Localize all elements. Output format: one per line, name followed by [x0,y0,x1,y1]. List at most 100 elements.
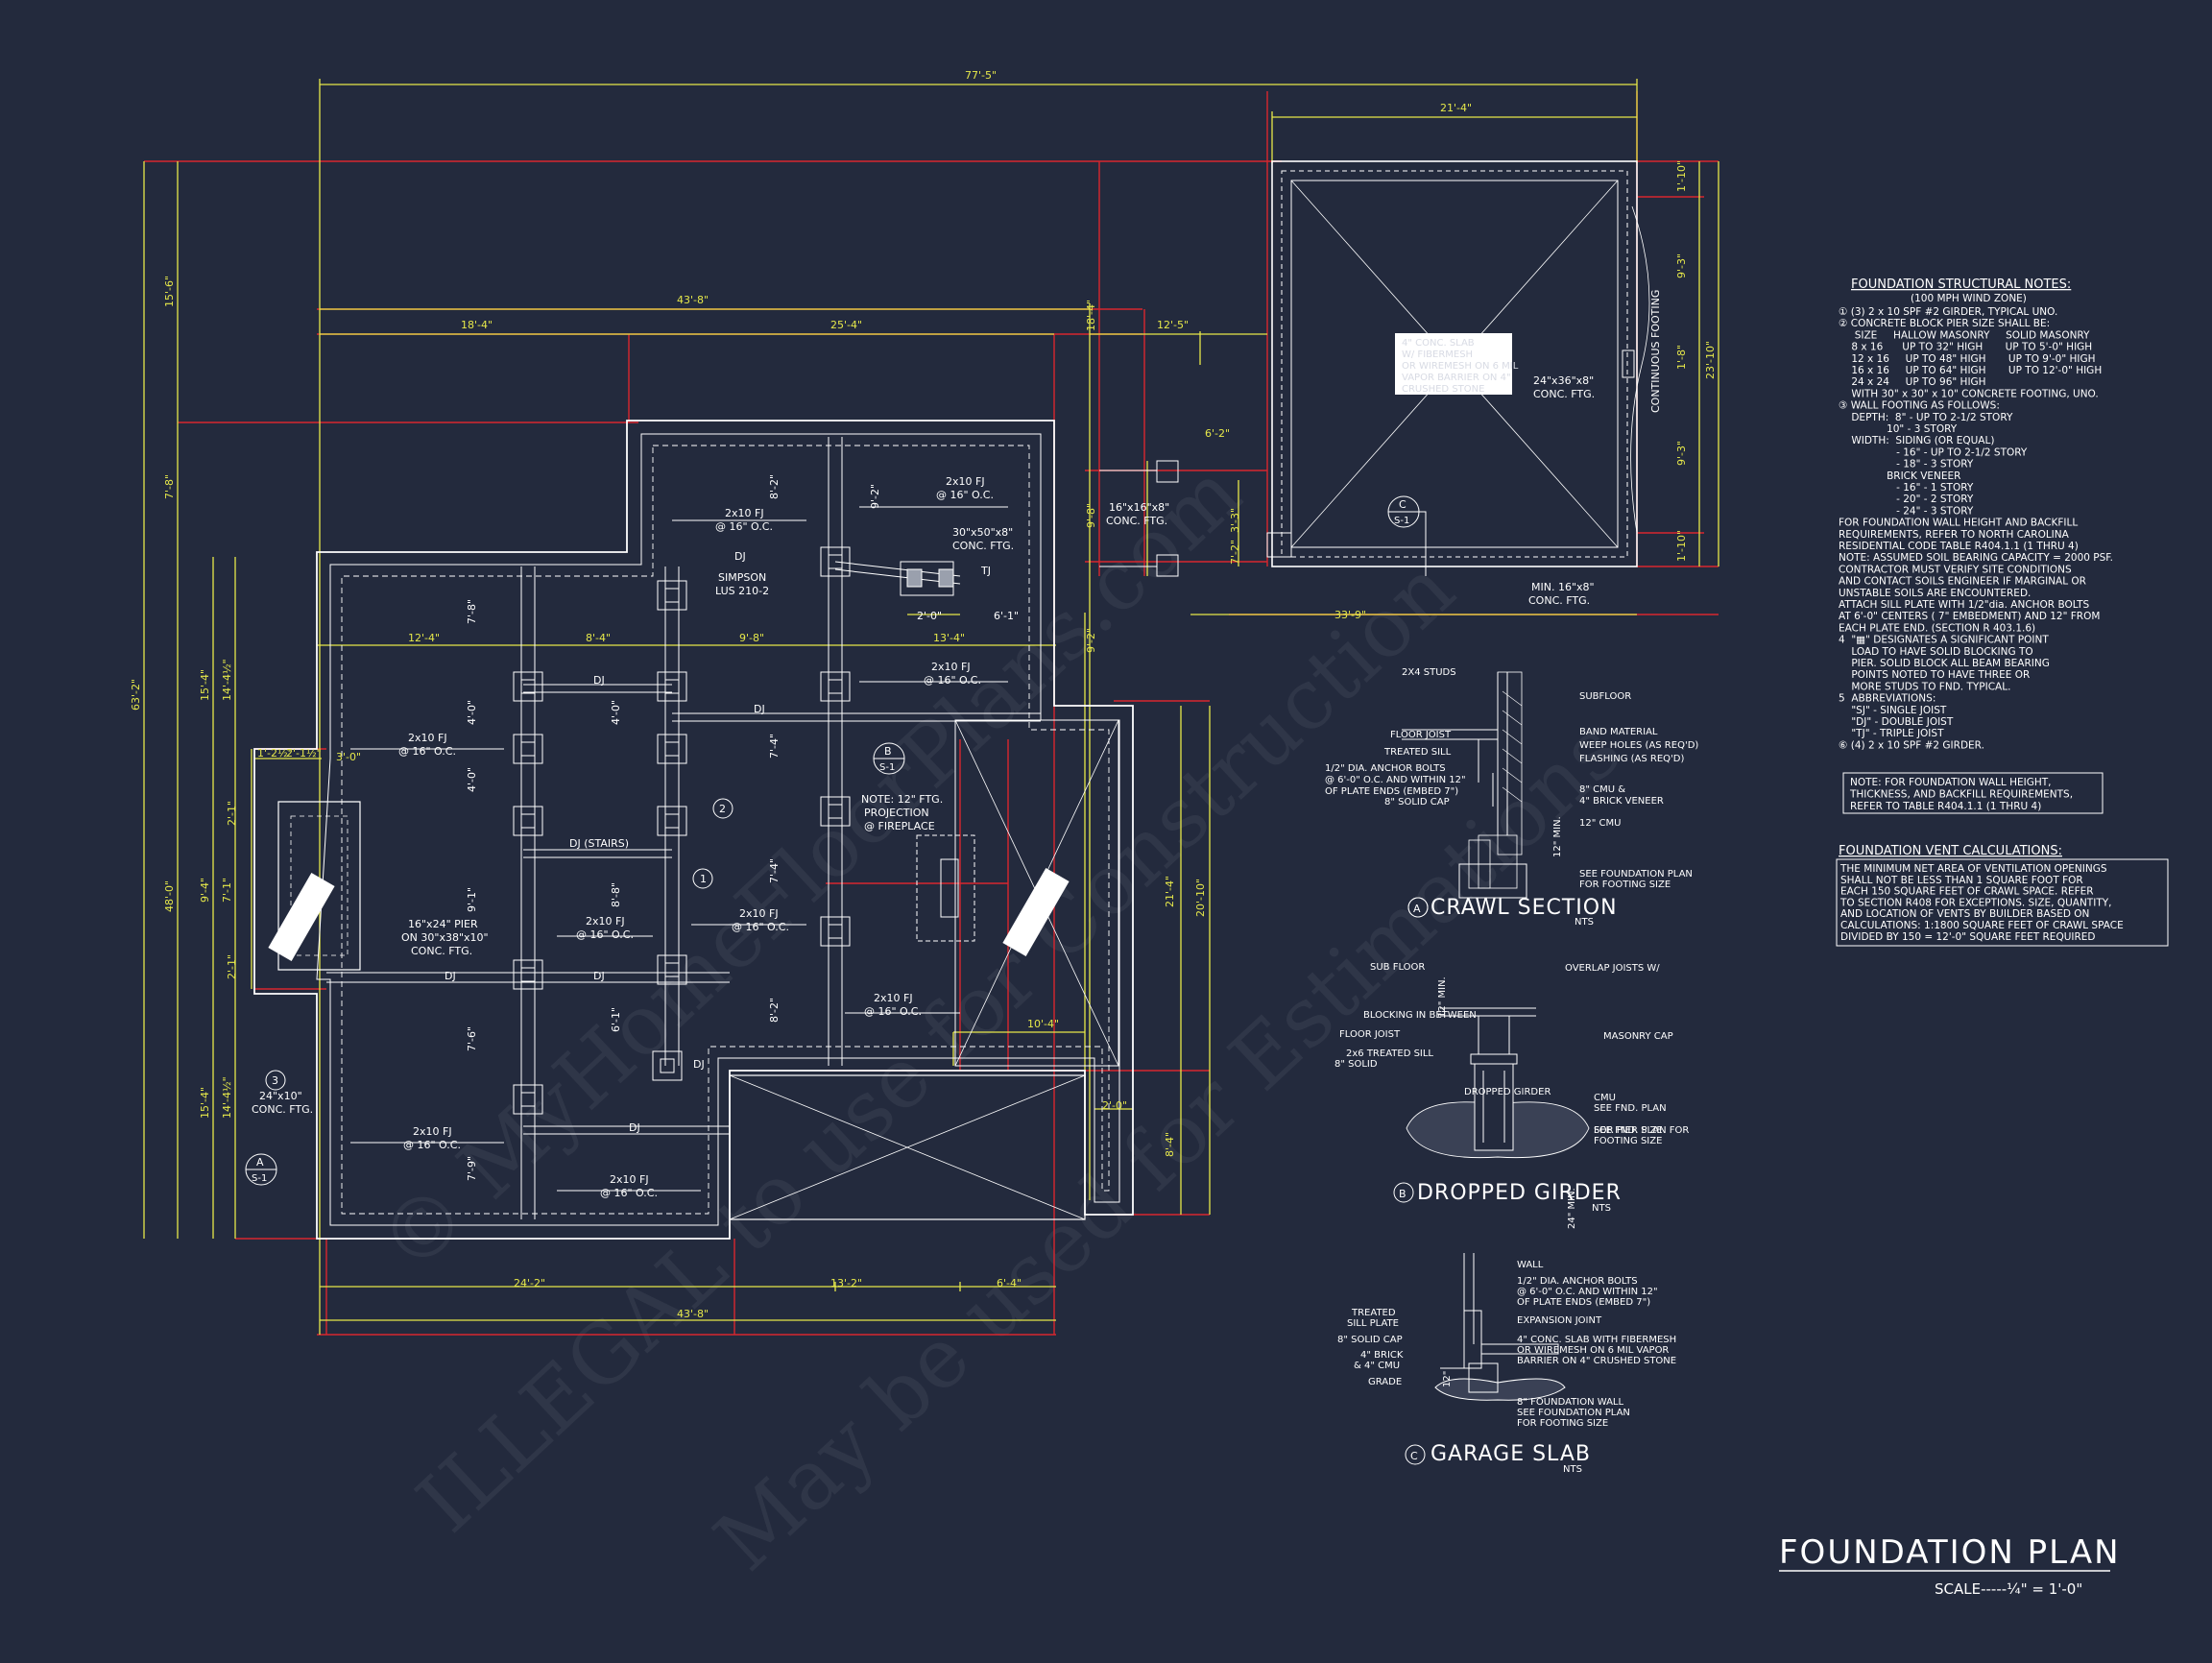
girder-label-12: FOR PIER SIZE [1594,1125,1663,1136]
girder-label-4: 2x6 TREATED SILL [1346,1048,1433,1059]
note-line-12: - 16" - UP TO 2-1/2 STORY [1839,446,2028,458]
tag-1: 1 [700,873,707,885]
label-conc30: 30"x50"x8" [952,526,1013,539]
section-a-sheet: S-1 [252,1173,267,1184]
dim-right-2-0: 2'-0" [1102,1099,1127,1112]
crawl-label-2: FLOOR JOIST [1390,730,1452,740]
dim-top-overall: 77'-5" [965,69,997,82]
girder-label-10: CMU [1594,1093,1616,1103]
label-ftg24-2: CONC. FTG. [252,1103,313,1116]
dim-garage-width: 21'-4" [1440,102,1472,114]
slab-label-7: 8" SOLID CAP [1337,1335,1403,1345]
label-dj-1: DJ [734,550,746,563]
slab-label-11: 4" BRICK [1360,1350,1404,1361]
detail-a-letter: A [1413,903,1421,915]
label-pier16-ftg: CONC. FTG. [1106,515,1167,527]
interior-dimension-labels: 8'-2" 9'-2" 7'-8" 4'-0" 4'-0" 4'-0" 9'-1… [466,474,881,1181]
girder-label-11: SEE FND. PLAN [1594,1103,1667,1114]
structural-notes: FOUNDATION STRUCTURAL NOTES: (100 MPH WI… [1836,277,2169,947]
note-line-34: "SJ" - SINGLE JOIST [1839,705,1947,716]
dim-left-9-4: 9'-4" [199,878,211,903]
note-line-22: CONTRACTOR MUST VERIFY SITE CONDITIONS [1839,564,2072,575]
note-line-20: RESIDENTIAL CODE TABLE R404.1.1 (1 THRU … [1839,541,2079,552]
section-markers [245,495,1429,1465]
crawl-label-7: 1/2" DIA. ANCHOR BOLTS [1325,763,1446,774]
label-fj-3: 2x10 FJ [931,661,971,673]
plan-title: FOUNDATION PLAN [1779,1533,2121,1572]
label-min16-ftg: CONC. FTG. [1528,594,1590,607]
vent-line-2: EACH 150 SQUARE FEET OF CRAWL SPACE. REF… [1840,886,2094,898]
label-note12-3: @ FIREPLACE [864,820,935,832]
crawl-label-12: 4" BRICK VENEER [1579,796,1664,807]
dim-mid-9-8: 9'-8" [739,632,764,644]
garage-slab-note-3: OR WIREMESH ON 6 MIL [1402,361,1519,372]
dim-fire-2-1: 2'-1½" [286,747,322,759]
crawl-label-16: FOR FOOTING SIZE [1579,880,1671,890]
garage-slab-note-5: CRUSHED STONE [1402,384,1484,395]
vent-line-5: CALCULATIONS: 1:1800 SQUARE FEET OF CRAW… [1840,920,2124,931]
vent-blocks [268,868,1070,961]
slab-label-12: & 4" CMU [1354,1361,1400,1371]
garage-slab-note-1: 4" CONC. SLAB [1402,338,1475,349]
note-line-33: 5 ABBREVIATIONS: [1839,693,1936,705]
girder-label-8: 12" MIN. [1437,976,1448,1018]
dim-seg-12-5: 12'-5" [1157,319,1189,331]
label-garage-ftg: 24"x36"x8" [1533,374,1594,387]
note-line-0: ① (3) 2 x 10 SPF #2 GIRDER, TYPICAL UNO. [1839,306,2057,318]
dim-v-7-4b: 7'-4" [768,858,781,883]
notes-lines: ① (3) 2 x 10 SPF #2 GIRDER, TYPICAL UNO.… [1839,306,2113,751]
slab-label-14: 8" FOUNDATION WALL [1517,1397,1623,1408]
joist-arrows [350,506,1008,1192]
note-line-15: - 16" - 1 STORY [1839,482,1974,494]
label-pier-note-1: 16"x24" PIER [408,918,478,930]
dim-left-63-2: 63'-2" [130,679,142,711]
dim-left-14-4: 14'-4½" [221,659,233,701]
boxed-line-0: NOTE: FOR FOUNDATION WALL HEIGHT, [1850,777,2052,788]
crawl-label-14: 12" MIN. [1552,816,1563,857]
slab-label-16: FOR FOOTING SIZE [1517,1418,1608,1429]
dim-v-7-4: 7'-4" [768,734,781,759]
note-line-7: WITH 30" x 30" x 10" CONCRETE FOOTING, U… [1839,388,2099,399]
note-line-9: DEPTH: 8" - UP TO 2-1/2 STORY [1839,412,2013,423]
note-line-17: - 24" - 3 STORY [1839,505,1974,517]
girder-label-14: FOOTING SIZE [1594,1136,1662,1146]
dim-mid-2-0: 2'-0" [917,610,942,622]
girder-label-6: MASONRY CAP [1603,1031,1673,1042]
garage-slab-note-2: W/ FIBERMESH [1402,349,1473,360]
label-continuous-footing: CONTINUOUS FOOTING [1649,290,1662,413]
note-line-5: 16 x 16 UP TO 64" HIGH UP TO 12'-0" HIGH [1839,365,2102,376]
note-line-3: 8 x 16 UP TO 32" HIGH UP TO 5'-0" HIGH [1839,342,2092,353]
detail-b-title: DROPPED GIRDER [1417,1181,1622,1205]
girder-label-0: SUB FLOOR [1370,962,1425,973]
label-fj-9: 2x10 FJ [610,1173,649,1186]
dim-v-7-6: 7'-6" [466,1026,478,1051]
detail-c-title: GARAGE SLAB [1431,1442,1591,1466]
slab-label-8: 4" CONC. SLAB WITH FIBERMESH [1517,1335,1676,1345]
dim-mid-6-1: 6'-1" [994,610,1019,622]
detail-c-nts: NTS [1563,1464,1582,1475]
girder-label-5: 8" SOLID [1334,1059,1378,1070]
detail-crawl-section [1402,671,1527,899]
girder-label-2: BLOCKING IN BETWEEN [1363,1010,1477,1021]
note-line-8: ③ WALL FOOTING AS FOLLOWS: [1839,400,2000,412]
note-line-14: BRICK VENEER [1839,470,1960,482]
dim-left-48-0: 48'-0" [163,880,176,912]
detail-titles: A CRAWL SECTION NTS B DROPPED GIRDER NTS… [1399,896,1622,1475]
dim-bot-6-4: 6'-4" [997,1277,1022,1289]
dim-garage-1-10a: 1'-10" [1675,160,1688,192]
label-fj-5: 2x10 FJ [586,915,625,928]
label-fj-1: 2x10 FJ [725,507,764,519]
boxed-note: NOTE: FOR FOUNDATION WALL HEIGHT,THICKNE… [1849,777,2073,812]
dim-fire-3-0: 3'-0" [336,751,361,763]
dim-v-7-9: 7'-9" [466,1156,478,1181]
label-oc-9: @ 16" O.C. [600,1187,658,1199]
dim-right-10-4: 10'-4" [1027,1018,1059,1030]
note-line-32: MORE STUDS TO FND. TYPICAL. [1839,681,2010,692]
vent-line-0: THE MINIMUM NET AREA OF VENTILATION OPEN… [1839,863,2107,875]
dim-garage-33-9: 33'-9" [1334,609,1366,621]
note-line-21: NOTE: ASSUMED SOIL BEARING CAPACITY = 20… [1839,552,2113,564]
crawl-label-11: 8" CMU & [1579,784,1625,795]
title-block: FOUNDATION PLAN SCALE-----¼" = 1'-0" [1779,1533,2121,1598]
